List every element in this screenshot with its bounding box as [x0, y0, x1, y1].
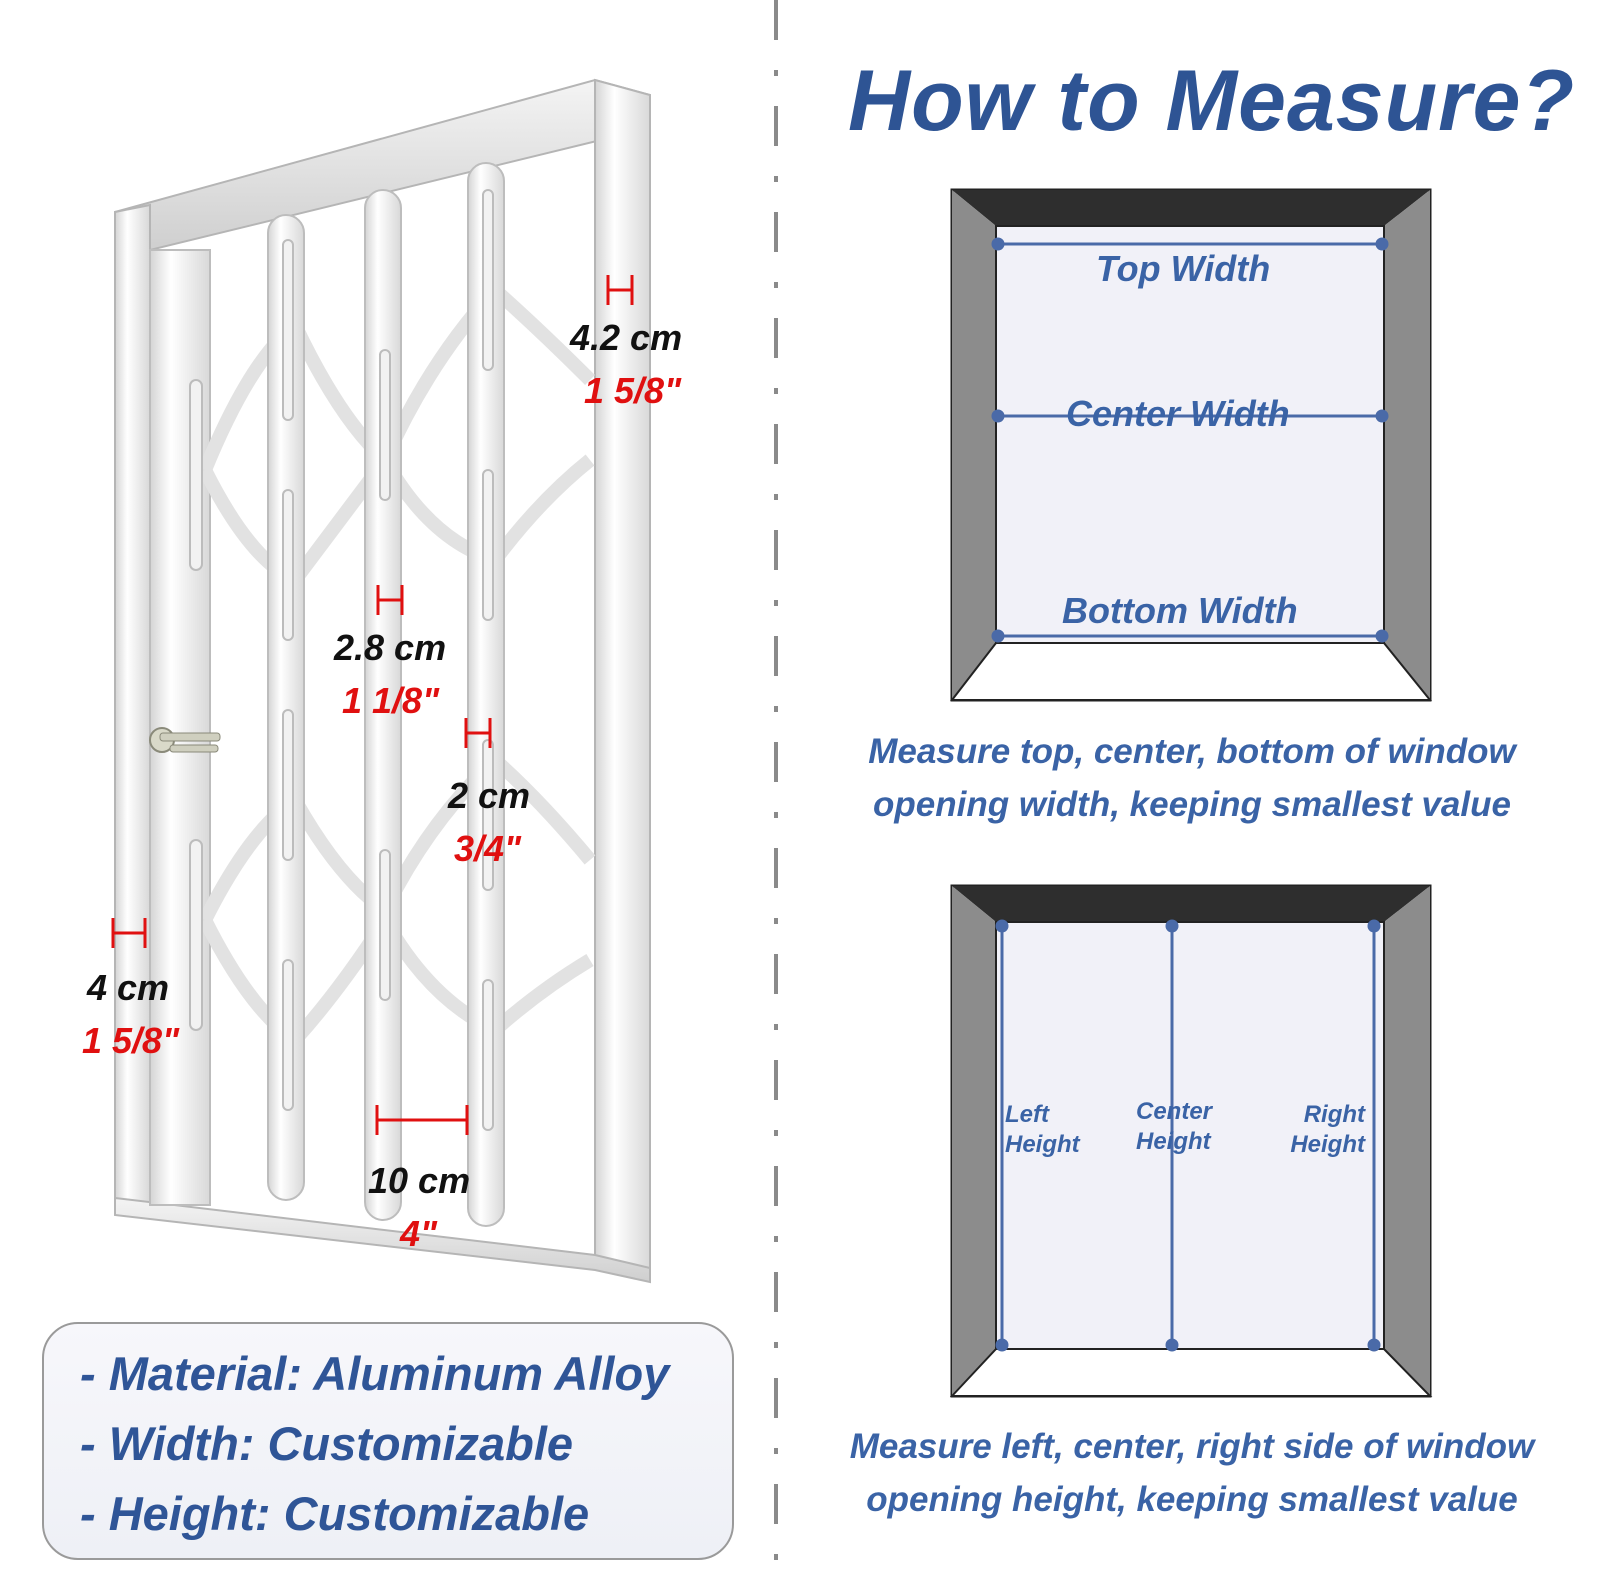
center-width-label: Center Width — [1066, 393, 1290, 434]
left-height-label: Left Height — [1005, 1101, 1080, 1158]
grille-bar — [267, 214, 305, 1201]
page-title: How to Measure? — [848, 53, 1575, 149]
width-caption: Measure top, center, bottom of window op… — [868, 732, 1516, 824]
specs-box: - Material: Aluminum Alloy - Width: Cust… — [42, 1322, 734, 1560]
spec-material: - Material: Aluminum Alloy — [80, 1347, 670, 1400]
height-caption: Measure left, center, right side of wind… — [849, 1427, 1535, 1519]
dimension-inch: 1 1/8" — [342, 680, 440, 721]
dimension-cm: 4.2 cm — [570, 317, 683, 358]
frame-bottom-rail — [114, 1196, 651, 1284]
window-grille-illustration — [111, 78, 651, 1284]
spec-width: - Width: Customizable — [80, 1417, 574, 1470]
frame-right-stile — [594, 78, 651, 1282]
spec-height: - Height: Customizable — [80, 1487, 590, 1540]
bar-slots — [189, 189, 494, 1131]
bottom-width-label: Bottom Width — [1062, 590, 1298, 631]
dimension-inch: 3/4" — [454, 828, 522, 869]
width-measure-diagram — [950, 188, 1433, 702]
grille-bar — [467, 162, 505, 1227]
dimension-inch: 1 5/8" — [82, 1020, 180, 1061]
dimension-inch: 4" — [400, 1213, 438, 1254]
dimension-cm: 4 cm — [87, 967, 170, 1008]
dimension-cm: 10 cm — [368, 1160, 471, 1201]
dimension-cm: 2 cm — [448, 775, 531, 816]
dashed-divider — [774, 0, 778, 1582]
right-height-label: Right Height — [1290, 1101, 1365, 1158]
height-measure-diagram — [950, 884, 1433, 1398]
top-width-label: Top Width — [1096, 248, 1271, 289]
center-height-label: Center Height — [1136, 1098, 1213, 1155]
dimension-markers — [111, 275, 634, 1135]
dimension-cm: 2.8 cm — [334, 627, 447, 668]
dimension-inch: 1 5/8" — [584, 370, 682, 411]
lock-icon — [149, 727, 221, 753]
grille-bar — [364, 189, 402, 1221]
